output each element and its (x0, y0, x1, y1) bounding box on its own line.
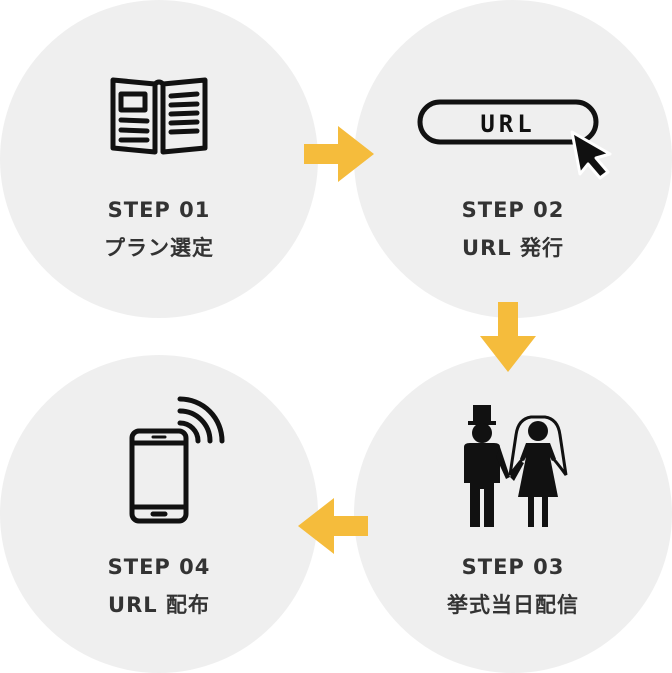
arrow-right-icon (304, 126, 374, 182)
step-04-label: STEP 04 URL 配布 (0, 548, 318, 624)
step-01-name: プラン選定 (104, 236, 214, 260)
step-04-number: STEP 04 (107, 555, 211, 579)
step-04-name: URL 配布 (108, 593, 210, 617)
step-03-number: STEP 03 (461, 555, 565, 579)
step-02-number: STEP 02 (461, 198, 565, 222)
step-02-circle: URL STEP 02 URL 発行 (354, 0, 672, 318)
step-01-number: STEP 01 (107, 198, 211, 222)
smartphone-signal-icon (129, 396, 225, 524)
open-book-icon (110, 77, 208, 155)
arrow-down-icon (480, 302, 536, 372)
wedding-couple-icon (464, 405, 568, 527)
step-02-name: URL 発行 (462, 236, 564, 260)
step-03-label: STEP 03 挙式当日配信 (354, 548, 672, 624)
step-03-name: 挙式当日配信 (447, 593, 579, 617)
step-02-label: STEP 02 URL 発行 (354, 191, 672, 267)
step-01-label: STEP 01 プラン選定 (0, 191, 318, 267)
url-bar-text: URL (480, 110, 535, 138)
step-03-circle: STEP 03 挙式当日配信 (354, 355, 672, 673)
step-04-circle: STEP 04 URL 配布 (0, 355, 318, 673)
url-bar-cursor-icon: URL (417, 99, 612, 180)
step-01-circle: STEP 01 プラン選定 (0, 0, 318, 318)
arrow-left-icon (298, 498, 368, 554)
